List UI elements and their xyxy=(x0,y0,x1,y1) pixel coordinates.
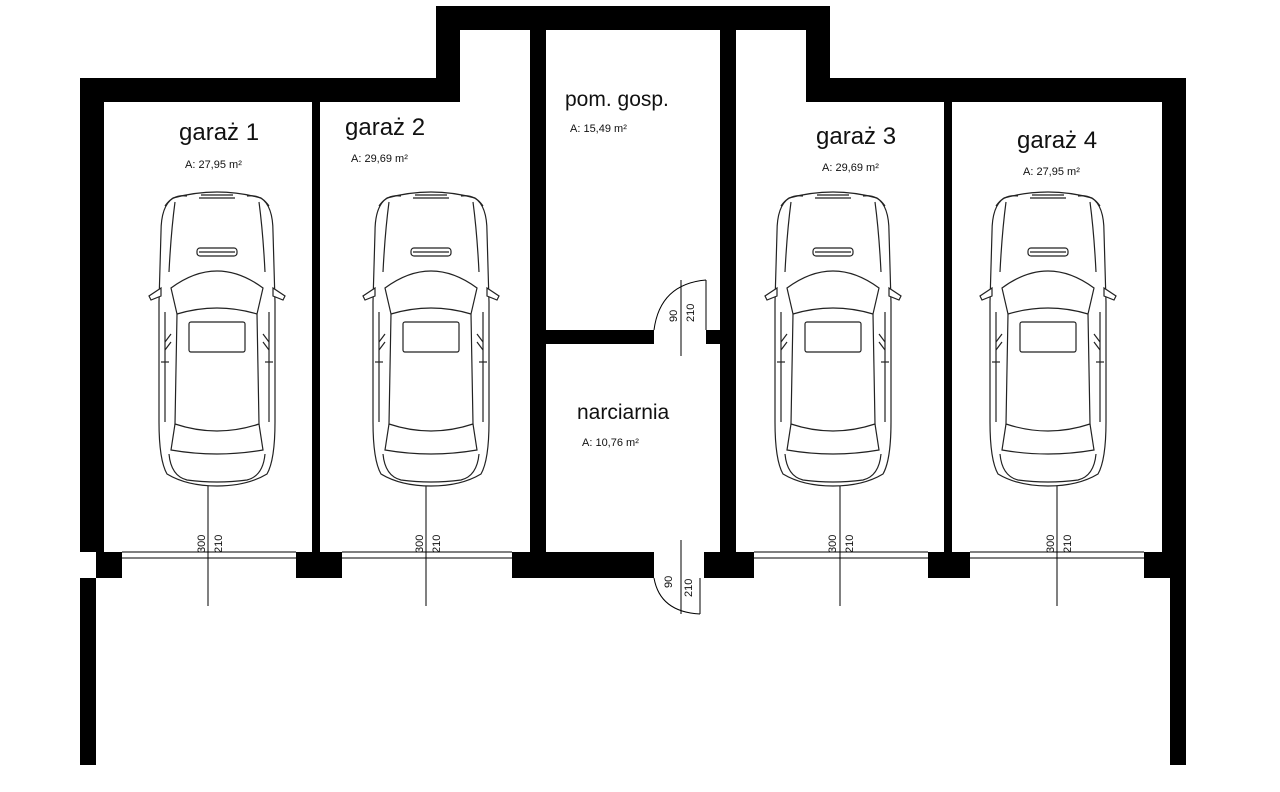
room-area-garage-2: A: 29,69 m² xyxy=(351,153,408,165)
door-height-ski-room: 210 xyxy=(683,579,695,597)
car-top-view-icon xyxy=(148,191,286,487)
car-top-view-icon xyxy=(362,191,500,487)
room-name-garage-1: garaż 1 xyxy=(179,119,259,146)
door-width-ski-room: 90 xyxy=(663,576,675,588)
door-width-garage-2: 300 xyxy=(414,535,426,553)
walls xyxy=(80,6,1186,765)
door-height-garage-3: 210 xyxy=(844,535,856,553)
room-name-ski-room: narciarnia xyxy=(577,401,670,424)
room-name-garage-3: garaż 3 xyxy=(816,123,896,150)
door-height-utility: 210 xyxy=(685,304,697,322)
room-area-utility: A: 15,49 m² xyxy=(570,123,627,135)
door-axes xyxy=(207,484,1058,606)
car-top-view-icon xyxy=(979,191,1117,487)
car-top-view-icon xyxy=(764,191,902,487)
door-height-garage-4: 210 xyxy=(1062,535,1074,553)
room-area-ski-room: A: 10,76 m² xyxy=(582,437,639,449)
room-area-garage-4: A: 27,95 m² xyxy=(1023,166,1080,178)
room-name-garage-4: garaż 4 xyxy=(1017,127,1097,154)
door-width-garage-4: 300 xyxy=(1045,535,1057,553)
room-name-garage-2: garaż 2 xyxy=(345,114,425,141)
door-width-garage-3: 300 xyxy=(827,535,839,553)
door-height-garage-2: 210 xyxy=(431,535,443,553)
room-area-garage-3: A: 29,69 m² xyxy=(822,162,879,174)
door-width-utility: 90 xyxy=(668,310,680,322)
door-swing-upper xyxy=(653,279,707,356)
room-name-utility: pom. gosp. xyxy=(565,88,669,111)
door-width-garage-1: 300 xyxy=(196,535,208,553)
door-swing-lower xyxy=(653,540,701,615)
door-height-garage-1: 210 xyxy=(213,535,225,553)
room-area-garage-1: A: 27,95 m² xyxy=(185,159,242,171)
